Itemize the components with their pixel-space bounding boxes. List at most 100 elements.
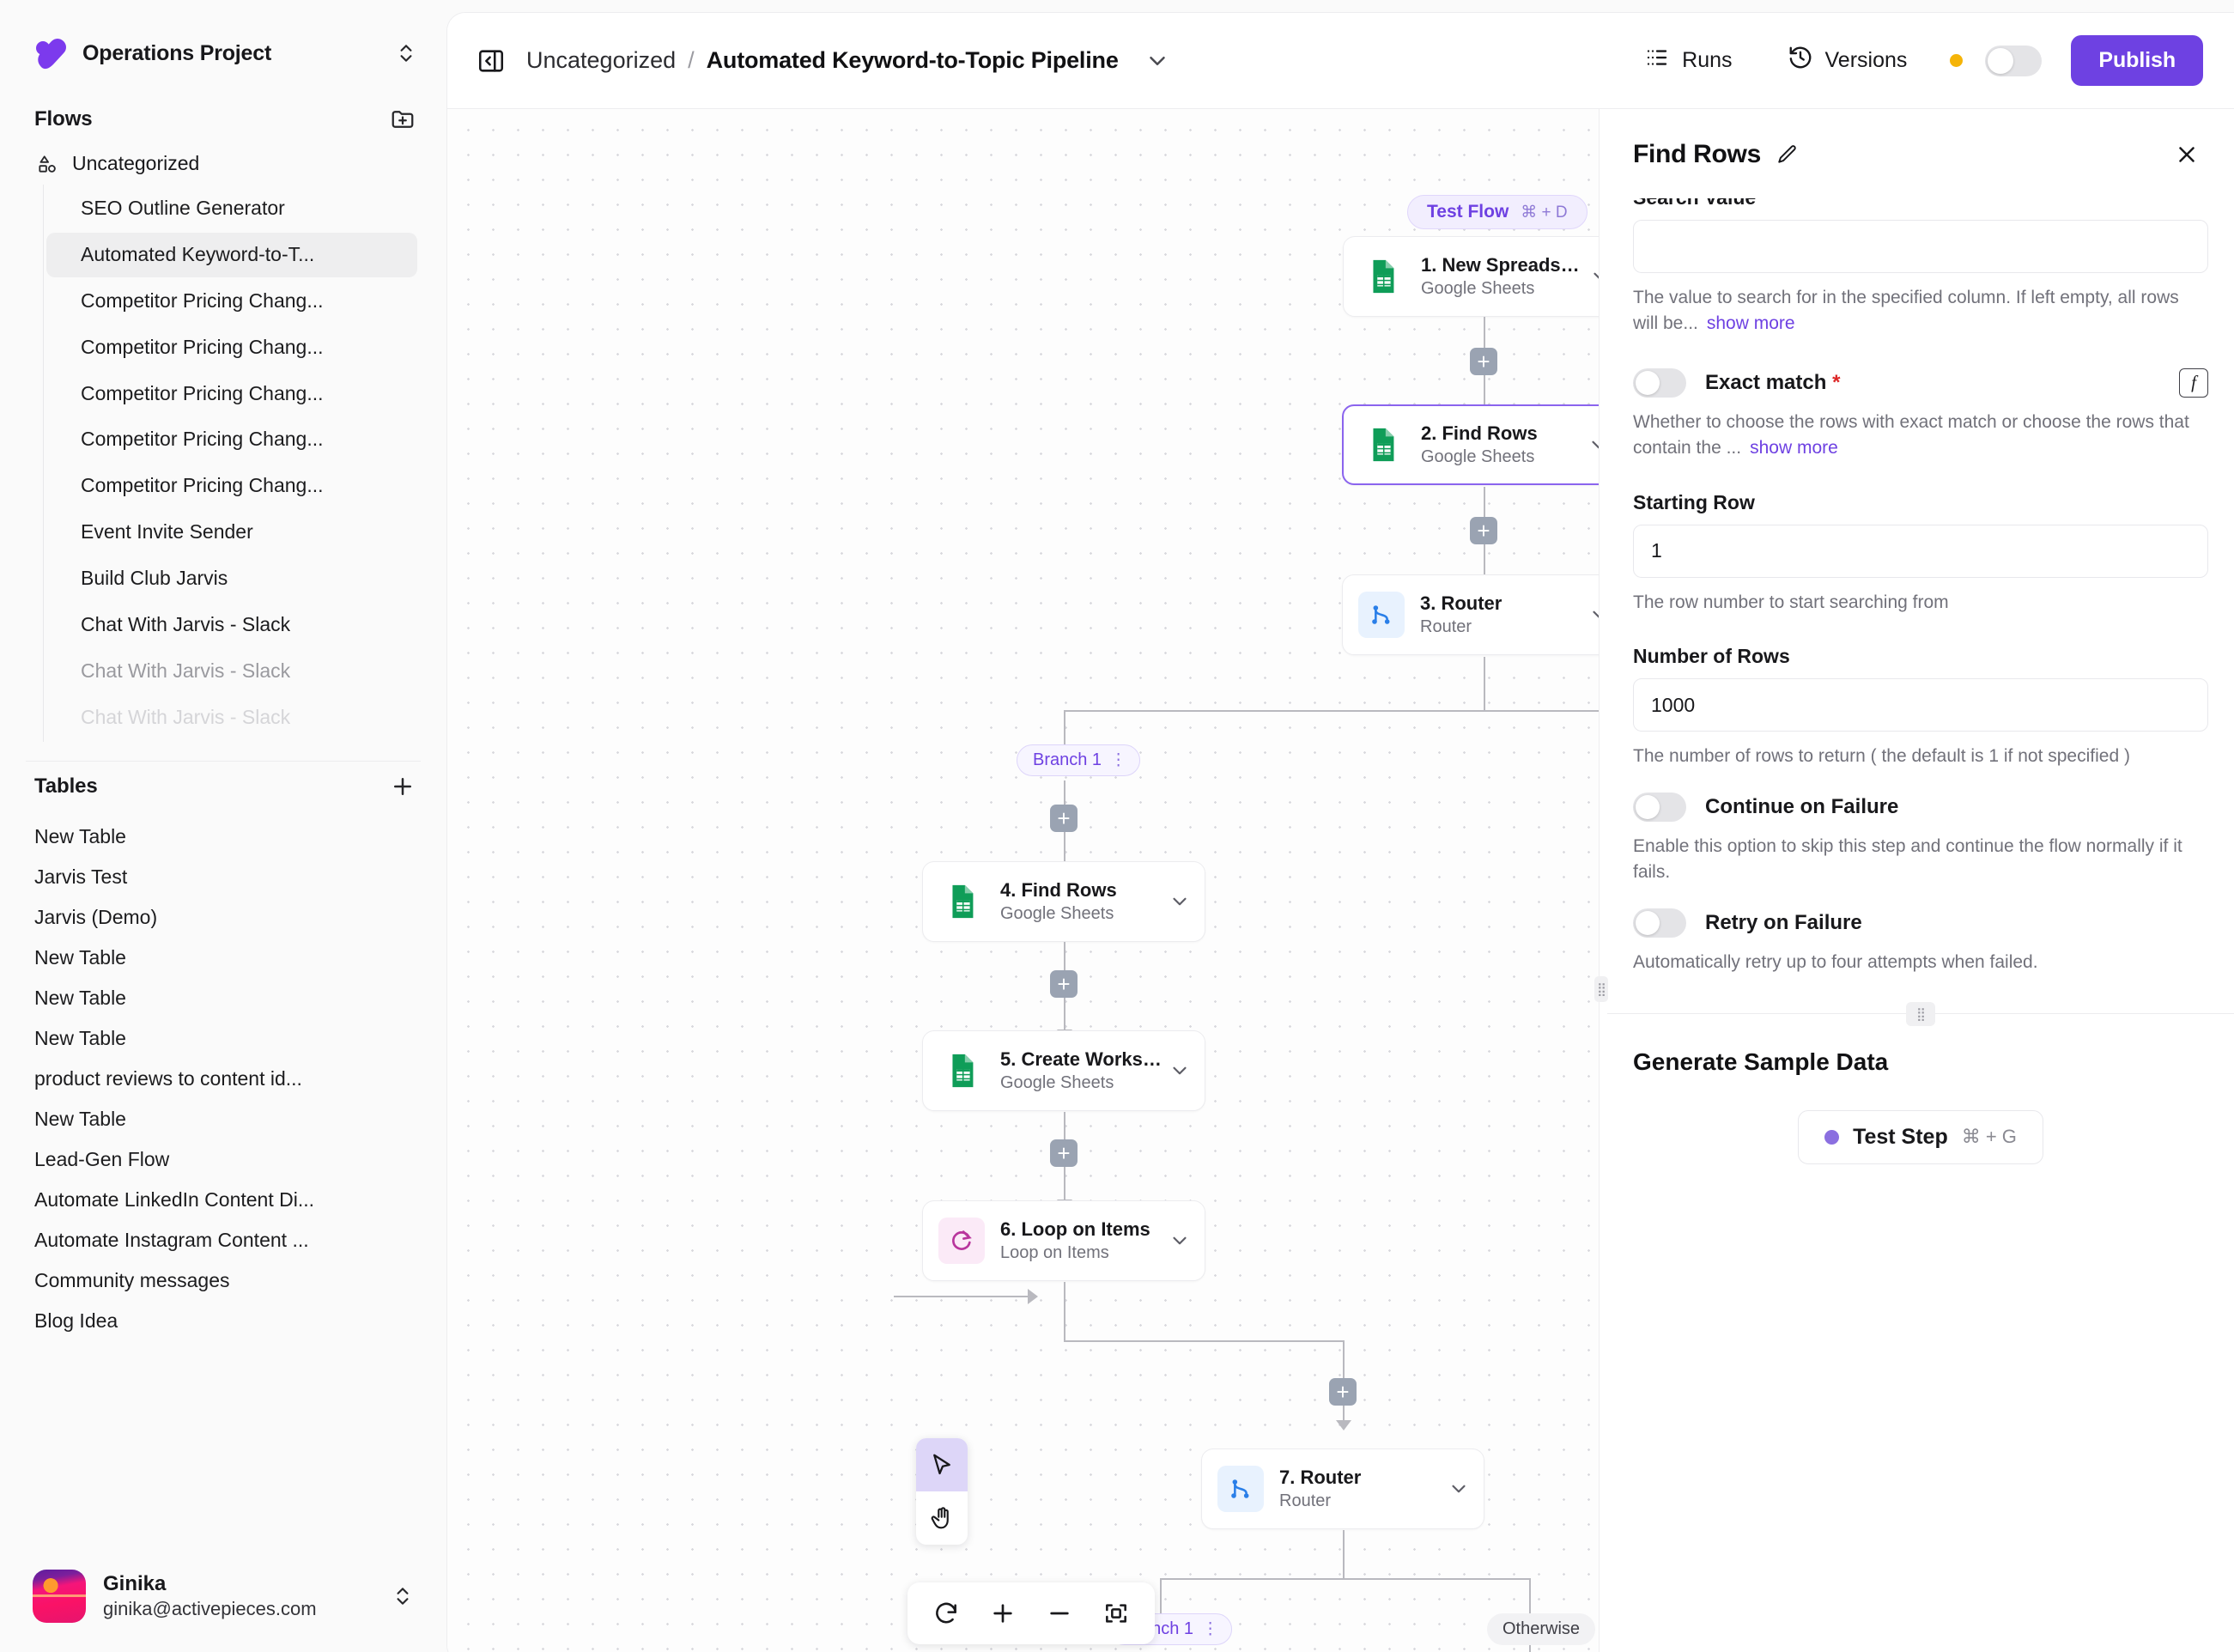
chevron-down-icon[interactable] (1169, 1230, 1191, 1252)
panel-splitter[interactable]: ⣿ (1607, 1001, 2234, 1026)
sidebar-flow-item[interactable]: Competitor Pricing Chang... (81, 335, 324, 358)
sidebar-table-item[interactable]: Blog Idea (34, 1309, 118, 1332)
sidebar-flow-item[interactable]: Build Club Jarvis (81, 567, 228, 590)
sidebar-table-item[interactable]: Automate Instagram Content ... (34, 1228, 309, 1251)
collapse-sidebar-icon[interactable] (477, 46, 506, 76)
sidebar-table-item[interactable]: Lead-Gen Flow (34, 1147, 170, 1170)
flow-node-1[interactable]: 1. New Spreadsheet Google Sheets (1343, 236, 1599, 317)
add-step-button[interactable]: + (1050, 1139, 1078, 1167)
history-icon (1788, 45, 1813, 76)
drag-handle-icon[interactable]: ⣿ (1594, 976, 1608, 1002)
add-step-button[interactable]: + (1050, 805, 1078, 832)
chevron-down-icon[interactable] (1169, 890, 1191, 913)
new-folder-icon[interactable] (390, 106, 416, 132)
plus-icon[interactable] (390, 774, 416, 799)
sidebar-flow-item[interactable]: SEO Outline Generator (81, 197, 285, 219)
sidebar-table-item[interactable]: Community messages (34, 1268, 230, 1291)
chevron-down-icon[interactable] (1587, 434, 1599, 456)
sidebar-flow-item[interactable]: Automated Keyword-to-T... (46, 232, 417, 277)
sidebar-table-item[interactable]: New Table (34, 986, 126, 1009)
page-title: Automated Keyword-to-Topic Pipeline (706, 47, 1119, 73)
retry-on-failure-toggle[interactable] (1633, 908, 1686, 938)
sidebar-flow-item[interactable]: Chat With Jarvis - Slack (81, 705, 291, 728)
google-sheets-icon (938, 878, 985, 925)
chevron-up-down-icon[interactable] (395, 42, 417, 64)
versions-button[interactable]: Versions (1770, 36, 1925, 85)
sidebar-flow-item[interactable]: Chat With Jarvis - Slack (81, 613, 291, 636)
status-dot-icon (1824, 1129, 1840, 1145)
sidebar-flow-item[interactable]: Competitor Pricing Chang... (81, 428, 324, 451)
dynamic-value-fx-button[interactable]: f (2179, 367, 2208, 398)
pan-tool-button[interactable] (916, 1491, 968, 1545)
chevron-down-icon[interactable] (1169, 1060, 1191, 1082)
node-subtitle: Google Sheets (1421, 279, 1535, 299)
sidebar-flow-item[interactable]: Competitor Pricing Chang... (81, 288, 324, 312)
zoom-in-button[interactable] (976, 1587, 1029, 1640)
project-switcher[interactable]: Operations Project (0, 0, 446, 94)
node-title: 1. New Spreadsheet (1421, 253, 1589, 276)
more-options-icon[interactable]: ⋮ (1202, 1620, 1220, 1638)
flow-node-6[interactable]: 6. Loop on Items Loop on Items (922, 1200, 1205, 1281)
chevron-down-icon[interactable] (1589, 265, 1599, 288)
sidebar-flow-item[interactable]: Event Invite Sender (81, 520, 253, 544)
flow-enabled-toggle[interactable] (1985, 45, 2043, 76)
sidebar: Operations Project Flows U (0, 0, 446, 1652)
edge (1064, 710, 1065, 750)
chevron-down-icon[interactable] (1448, 1478, 1470, 1500)
sidebar-table-item[interactable]: New Table (34, 1026, 126, 1049)
sidebar-table-item[interactable]: Automate LinkedIn Content Di... (34, 1187, 315, 1211)
flow-node-7[interactable]: 7. Router Router (1201, 1449, 1484, 1529)
sidebar-table-item[interactable]: New Table (34, 1107, 126, 1130)
close-icon[interactable] (2174, 142, 2200, 167)
chevron-down-icon[interactable] (1144, 48, 1170, 74)
publish-button[interactable]: Publish (2071, 35, 2203, 86)
flow-canvas[interactable]: Test Flow ⌘ + D (447, 109, 1599, 1652)
runs-button[interactable]: Runs (1627, 36, 1749, 85)
sidebar-table-item[interactable]: product reviews to content id... (34, 1066, 302, 1090)
node-subtitle: Router (1420, 617, 1472, 637)
sidebar-table-item[interactable]: Jarvis Test (34, 865, 128, 888)
otherwise-pill[interactable]: Otherwise (1487, 1613, 1596, 1645)
reset-view-button[interactable] (920, 1587, 973, 1640)
flow-node-2[interactable]: 2. Find Rows Google Sheets (1342, 404, 1599, 485)
chevron-up-down-icon[interactable] (392, 1585, 414, 1607)
sidebar-flow-item[interactable]: Chat With Jarvis - Slack (81, 659, 291, 682)
flow-node-3[interactable]: 3. Router Router (1342, 574, 1599, 655)
show-more-link[interactable]: show more (1706, 313, 1795, 334)
exact-match-toggle[interactable] (1633, 367, 1686, 398)
search-value-input[interactable] (1633, 220, 2208, 273)
select-tool-button[interactable] (916, 1438, 968, 1491)
breadcrumb-parent[interactable]: Uncategorized (526, 47, 677, 73)
sidebar-flow-item[interactable]: Competitor Pricing Chang... (81, 381, 324, 404)
flow-node-4[interactable]: 4. Find Rows Google Sheets (922, 861, 1205, 942)
user-account-switcher[interactable]: Ginika ginika@activepieces.com (0, 1551, 446, 1652)
number-of-rows-input[interactable]: 1000 (1633, 678, 2208, 732)
branch-pill-1[interactable]: Branch 1 ⋮ (1017, 744, 1141, 776)
fit-view-button[interactable] (1090, 1587, 1143, 1640)
panel-resize-rail[interactable]: ⣿ (1594, 109, 1608, 1652)
show-more-link[interactable]: show more (1750, 438, 1838, 459)
more-options-icon[interactable]: ⋮ (1110, 751, 1128, 769)
flow-node-5[interactable]: 5. Create Worksheet Google Sheets (922, 1030, 1205, 1111)
sidebar-table-item[interactable]: New Table (34, 824, 126, 847)
main-area: Uncategorized / Automated Keyword-to-Top… (446, 12, 2234, 1652)
test-step-button[interactable]: Test Step ⌘ + G (1798, 1109, 2043, 1164)
edge (1160, 1578, 1529, 1580)
zoom-out-button[interactable] (1033, 1587, 1086, 1640)
sidebar-flow-item[interactable]: Competitor Pricing Chang... (81, 474, 324, 497)
add-step-button[interactable]: + (1470, 348, 1497, 375)
add-step-button[interactable]: + (1050, 970, 1078, 998)
sidebar-table-item[interactable]: Jarvis (Demo) (34, 905, 158, 928)
add-step-button[interactable]: + (1470, 517, 1497, 544)
sidebar-group-uncategorized[interactable]: Uncategorized (0, 144, 446, 183)
edit-pencil-icon[interactable] (1776, 143, 1799, 166)
add-step-button[interactable]: + (1329, 1378, 1357, 1406)
starting-row-input[interactable]: 1 (1633, 524, 2208, 578)
drag-handle-icon[interactable]: ⣿ (1906, 1001, 1935, 1026)
sidebar-table-item[interactable]: New Table (34, 945, 126, 969)
continue-on-failure-toggle[interactable] (1633, 792, 1686, 822)
test-flow-button[interactable]: Test Flow ⌘ + D (1407, 195, 1587, 229)
node-title: 7. Router (1279, 1466, 1362, 1488)
edge-arrow (1336, 1420, 1351, 1430)
chevron-down-icon[interactable] (1588, 604, 1599, 626)
